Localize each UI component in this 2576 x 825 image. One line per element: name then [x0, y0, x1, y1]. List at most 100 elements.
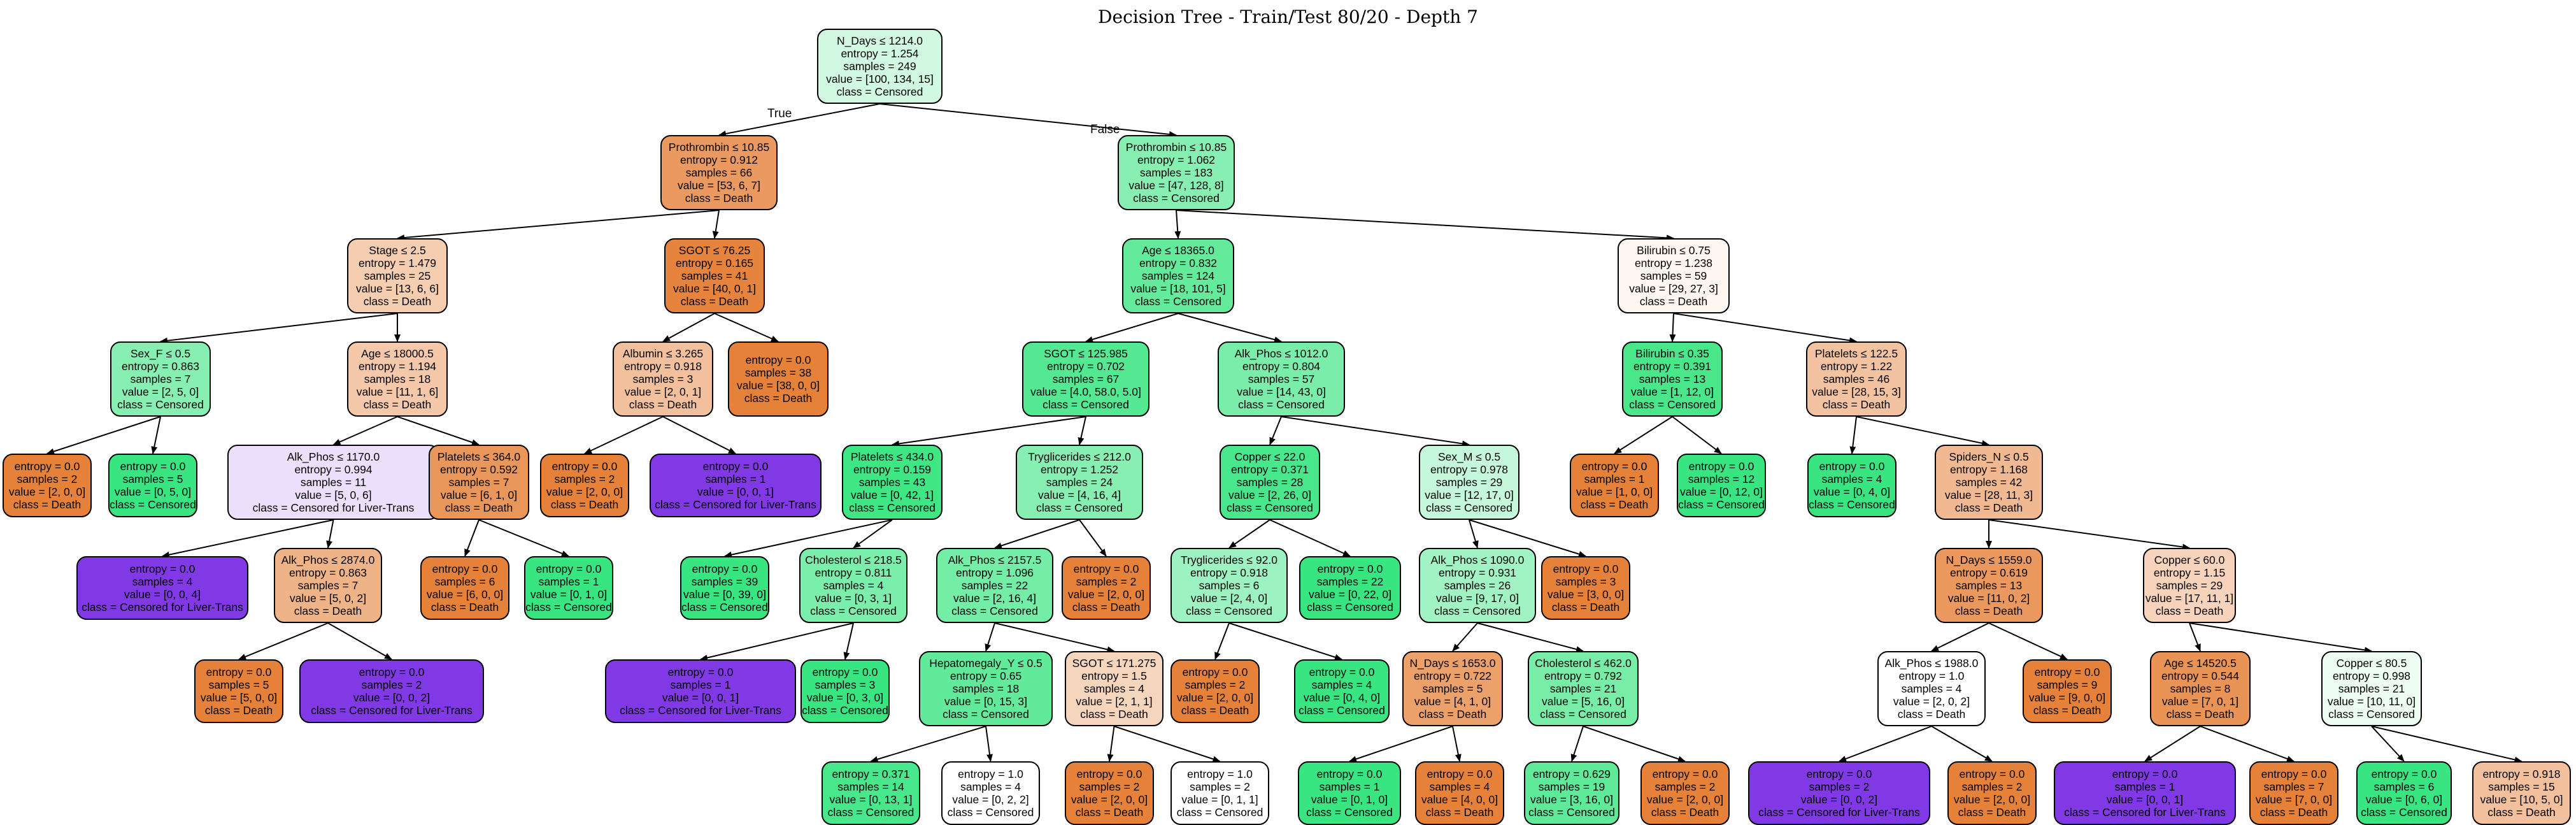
node-text-line: value = [0, 39, 0]	[683, 588, 766, 601]
node-text-line: class = Death	[1822, 398, 1891, 411]
tree-edge-n49-n60	[1107, 726, 1115, 762]
node-text-line: entropy = 0.0	[1427, 768, 1493, 780]
node-text-line: class = Censored	[1042, 398, 1129, 411]
node-text-line: value = [0, 2, 2]	[952, 793, 1029, 806]
tree-edge-n40-n52	[1452, 622, 1478, 652]
node-text-line: value = [9, 17, 0]	[1436, 592, 1519, 605]
node-text-line: samples = 3	[815, 678, 876, 691]
node-text-line: value = [5, 0, 6]	[295, 489, 372, 501]
node-text-line: entropy = 1.0	[1187, 768, 1253, 780]
node-text-line: samples = 29	[2156, 579, 2223, 592]
node-text-line: samples = 18	[952, 682, 1020, 695]
node-text-line: entropy = 1.238	[1634, 257, 1713, 269]
node-text-line: value = [0, 4, 0]	[1813, 485, 1891, 498]
node-text-line: value = [0, 15, 3]	[944, 695, 1027, 708]
tree-edge-n22-n34	[724, 519, 893, 558]
node-text-line: samples = 2	[1809, 780, 1870, 793]
node-text-line: Prothrombin ≤ 10.85	[1125, 141, 1227, 154]
node-text-line: value = [100, 134, 15]	[826, 73, 934, 85]
node-text-line: samples = 124	[1141, 269, 1215, 282]
node-text-line: samples = 2	[1961, 780, 2023, 793]
node-text-line: class = Censored	[117, 398, 204, 411]
node-text-line: samples = 6	[1199, 579, 1260, 592]
tree-edge-n12-n23	[1078, 416, 1086, 445]
node-text-line: entropy = 1.0	[958, 768, 1023, 780]
node-text-line: class = Death	[744, 392, 813, 405]
node-text-line: class = Censored	[1135, 295, 1221, 308]
node-text-line: value = [7, 0, 1]	[2161, 695, 2239, 708]
